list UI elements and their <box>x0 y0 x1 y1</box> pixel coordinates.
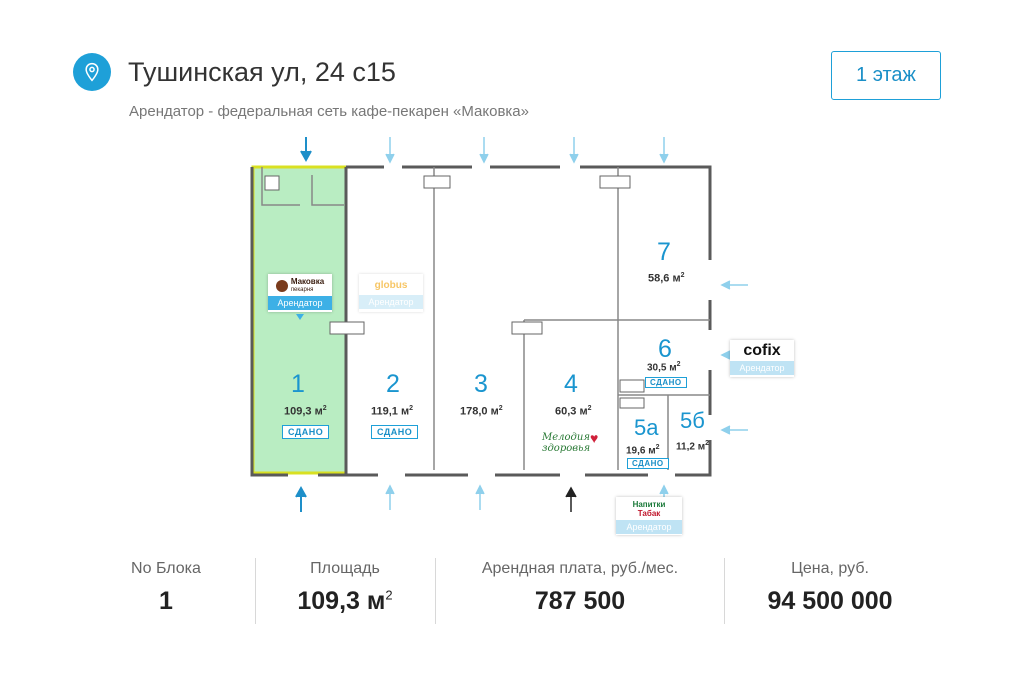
unit-area-4: 60,3 м2 <box>555 405 592 418</box>
active-entrance-arrows <box>295 137 312 512</box>
stats-divider <box>255 558 256 624</box>
walls <box>250 165 712 477</box>
unit-number-5b: 5б <box>680 408 705 433</box>
unit-number-7: 7 <box>657 238 671 266</box>
block-number-label: No Блока <box>131 560 201 577</box>
unit-status-2: СДАНО <box>371 425 419 439</box>
main-entrance-arrow <box>565 486 577 512</box>
tenant-label-makovka: Арендатор <box>268 296 332 310</box>
unit-area-3: 178,0 м2 <box>460 405 503 418</box>
unit-1-highlight[interactable] <box>251 165 348 475</box>
melodiya-logo: Мелодия здоровья <box>542 432 591 454</box>
price-value: 94 500 000 <box>767 587 893 615</box>
rent-value: 787 500 <box>534 587 626 615</box>
unit-number-5a: 5а <box>634 415 659 440</box>
tenant-label-cofix: Арендатор <box>730 361 794 375</box>
globus-logo: globus <box>374 280 408 291</box>
unit-area-1: 109,3 м2 <box>284 405 327 418</box>
unit-status-5a: СДАНО <box>627 458 669 469</box>
area-label: Площадь <box>310 560 380 577</box>
entrance-arrows <box>385 137 748 510</box>
price-label: Цена, руб. <box>791 560 869 577</box>
block-number-value: 1 <box>159 587 173 615</box>
restroom-fixtures <box>264 175 645 409</box>
area-value: 109,3 м2 <box>297 587 393 615</box>
unit-area-2: 119,1 м2 <box>371 405 414 418</box>
unit-number-2: 2 <box>386 370 400 398</box>
unit-number-1: 1 <box>291 370 305 398</box>
tenant-card-globus[interactable]: globus Арендатор <box>359 274 423 312</box>
page-subtitle: Арендатор - федеральная сеть кафе-пекаре… <box>129 103 529 120</box>
unit-number-6: 6 <box>658 335 672 363</box>
rent-label: Арендная плата, руб./мес. <box>481 560 679 577</box>
unit-status-1: СДАНО <box>282 425 330 439</box>
makovka-pointer <box>296 314 304 320</box>
tenant-label-tabak: Арендатор <box>616 520 682 534</box>
unit-area-5a: 19,6 м2 <box>626 444 660 457</box>
cofix-logo: cofix <box>743 342 781 359</box>
unit-number-3: 3 <box>474 370 488 398</box>
unit-status-6: СДАНО <box>645 377 687 388</box>
interior-walls <box>261 167 710 470</box>
tenant-label-globus: Арендатор <box>359 295 423 309</box>
location-pin-icon <box>73 53 111 91</box>
heart-icon: ♥ <box>590 430 599 446</box>
floor-select-button[interactable]: 1 этаж <box>831 51 941 100</box>
makovka-logo-icon <box>275 280 288 292</box>
unit-area-6: 30,5 м2 <box>647 361 681 374</box>
unit-area-7: 58,6 м2 <box>648 272 685 285</box>
stats-divider <box>724 558 725 624</box>
page-title: Тушинская ул, 24 с15 <box>128 57 396 87</box>
tenant-card-cofix[interactable]: cofix Арендатор <box>730 340 794 377</box>
tenant-card-tabak[interactable]: Напитки Табак Арендатор <box>616 497 682 535</box>
unit-number-4: 4 <box>564 370 578 398</box>
tenant-card-makovka[interactable]: Маковка пекарня Арендатор <box>268 274 332 312</box>
stats-divider <box>435 558 436 624</box>
unit-area-5b: 11,2 м2 <box>676 440 709 453</box>
